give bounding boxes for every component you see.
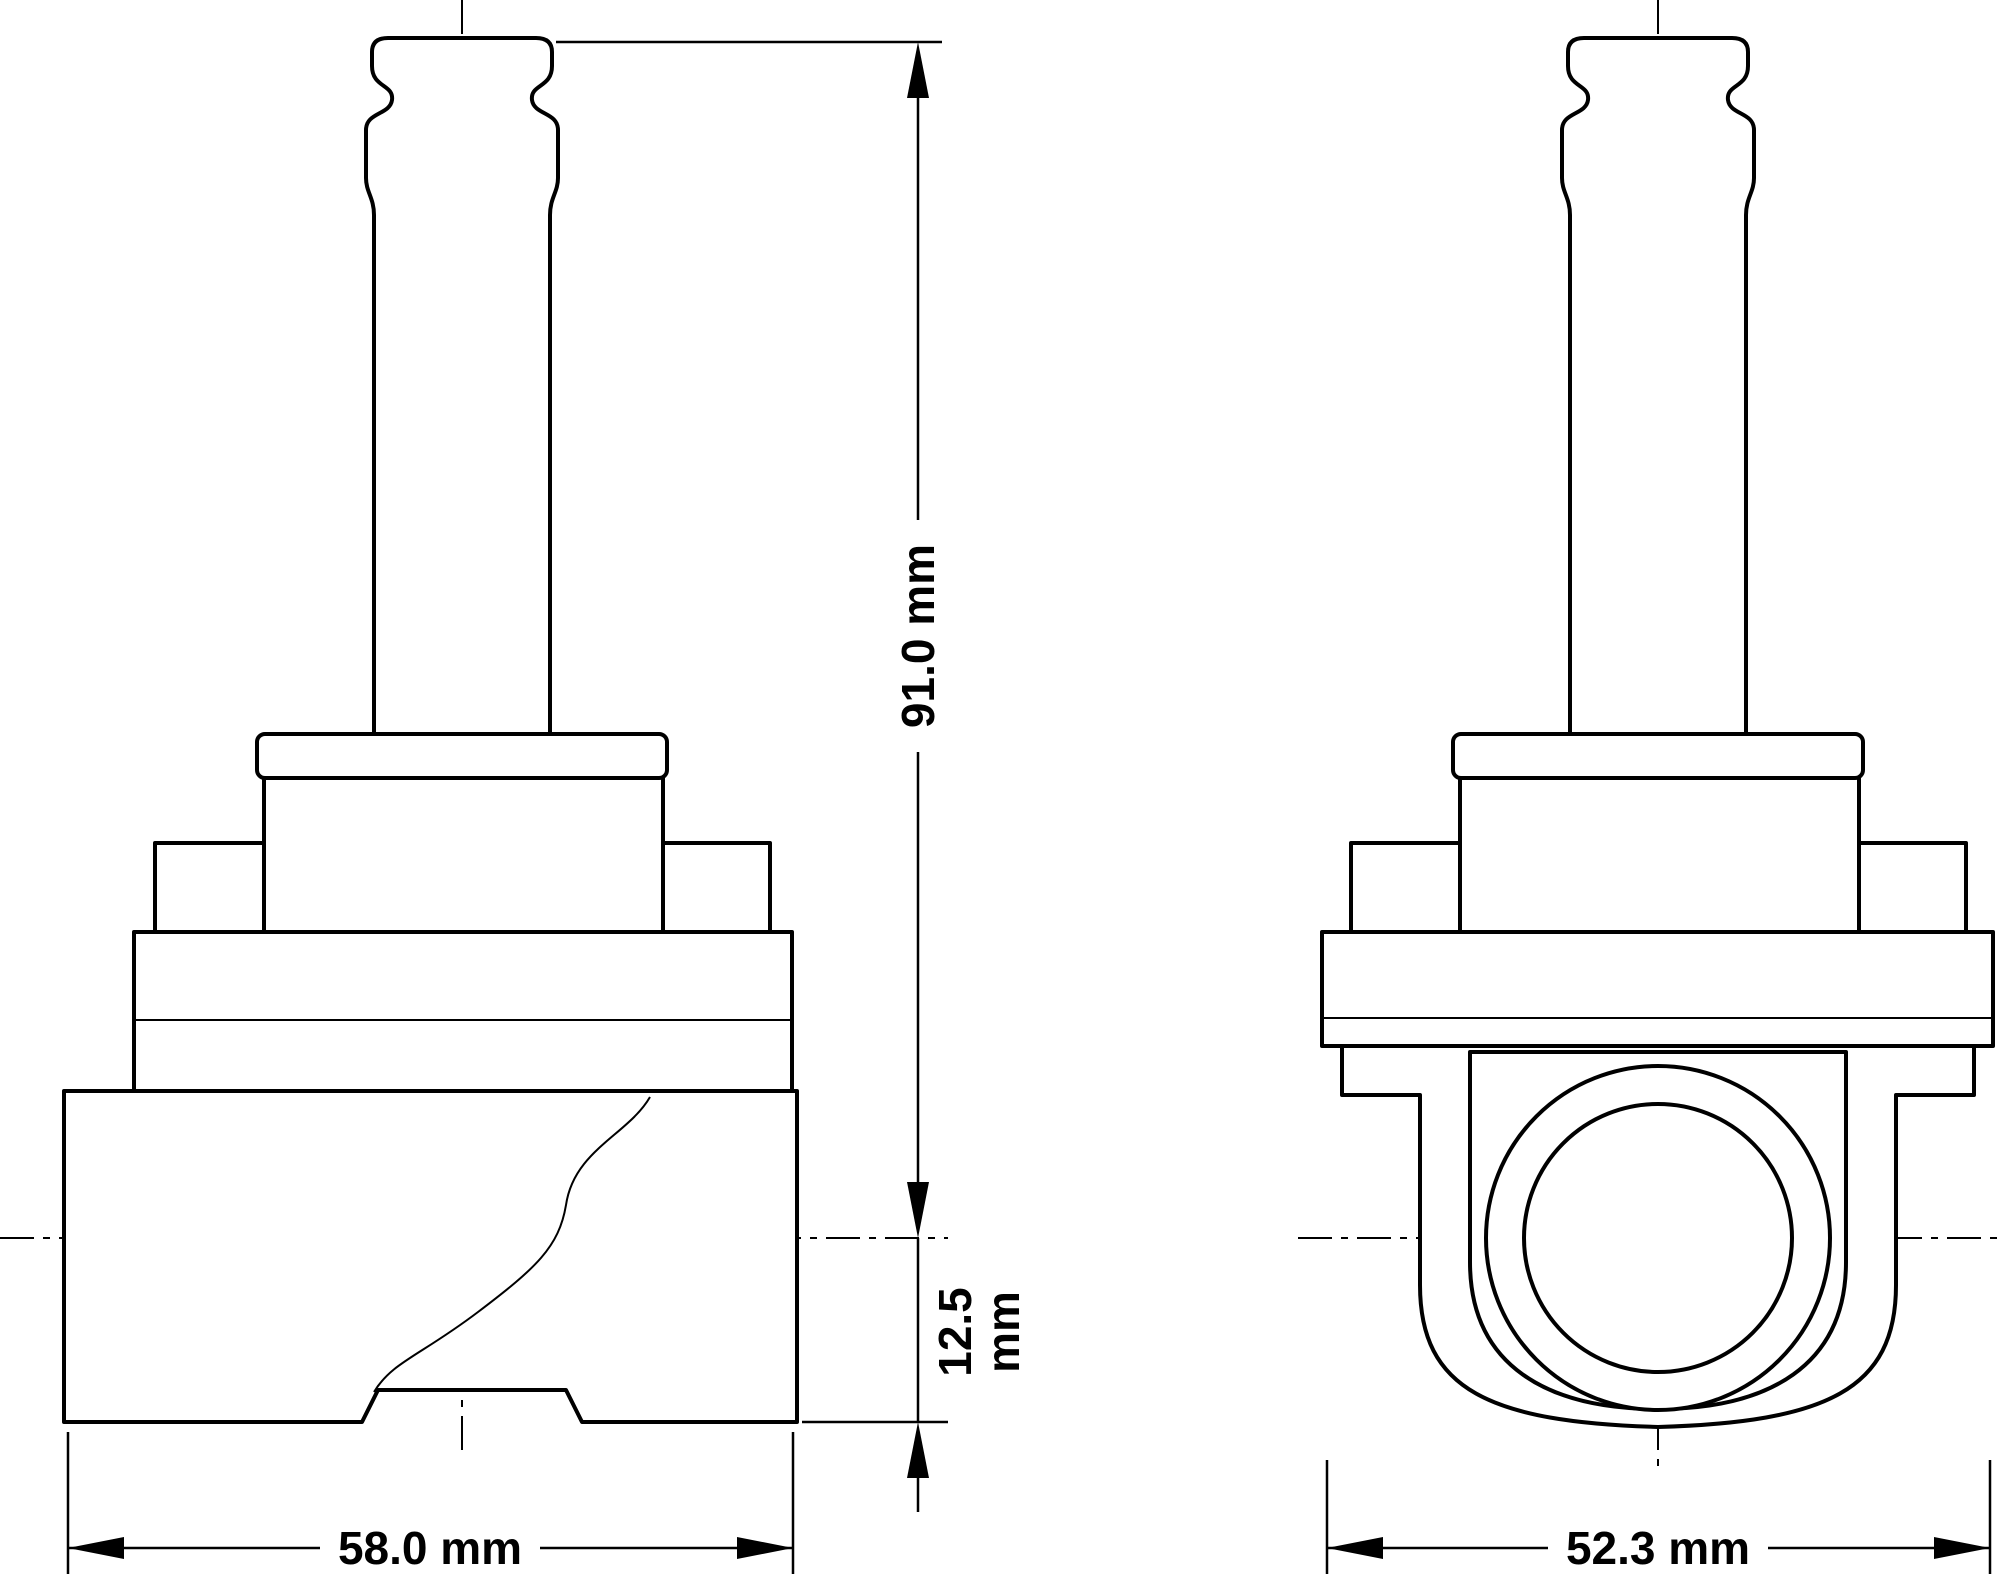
- side-width-arrow-left-icon: [1327, 1537, 1383, 1559]
- front-coil-block: [132, 930, 794, 1093]
- front-view: [62, 36, 799, 1424]
- front-right-tab: [661, 841, 772, 934]
- side-width-dimension-label: 52.3 mm: [1566, 1522, 1750, 1574]
- front-left-tab: [153, 841, 266, 934]
- offset-dimension-value: 12.5: [929, 1287, 981, 1377]
- side-width-arrow-right-icon: [1934, 1537, 1990, 1559]
- height-arrow-up-icon: [907, 42, 929, 98]
- front-width-arrow-left-icon: [68, 1537, 124, 1559]
- height-arrow-down-icon: [907, 1182, 929, 1238]
- side-port-inner-circle: [1522, 1102, 1794, 1374]
- offset-arrow-up-icon: [907, 1422, 929, 1478]
- side-upper-body: [1458, 775, 1861, 934]
- side-view: [1320, 36, 1995, 1429]
- side-armature-tube: [1560, 36, 1756, 736]
- side-coil-block: [1320, 930, 1995, 1048]
- side-right-tab: [1857, 841, 1968, 934]
- dimension-height: 91.0 mm: [556, 40, 944, 1238]
- front-internal-passage-line: [373, 1096, 651, 1393]
- offset-dimension-unit: mm: [977, 1291, 1029, 1373]
- dimension-offset: 12.5 mm: [802, 1238, 1029, 1512]
- dimension-front-width: 58.0 mm: [66, 1432, 795, 1574]
- front-width-arrow-right-icon: [737, 1537, 793, 1559]
- front-width-dimension-label: 58.0 mm: [338, 1522, 522, 1574]
- front-valve-body: [62, 1089, 799, 1424]
- front-upper-body: [262, 775, 665, 934]
- side-flange-plate: [1451, 732, 1865, 780]
- front-flange-plate: [255, 732, 669, 780]
- side-left-tab: [1349, 841, 1462, 934]
- height-dimension-label: 91.0 mm: [892, 544, 944, 728]
- front-armature-tube: [364, 36, 560, 736]
- dimension-side-width: 52.3 mm: [1325, 1460, 1992, 1574]
